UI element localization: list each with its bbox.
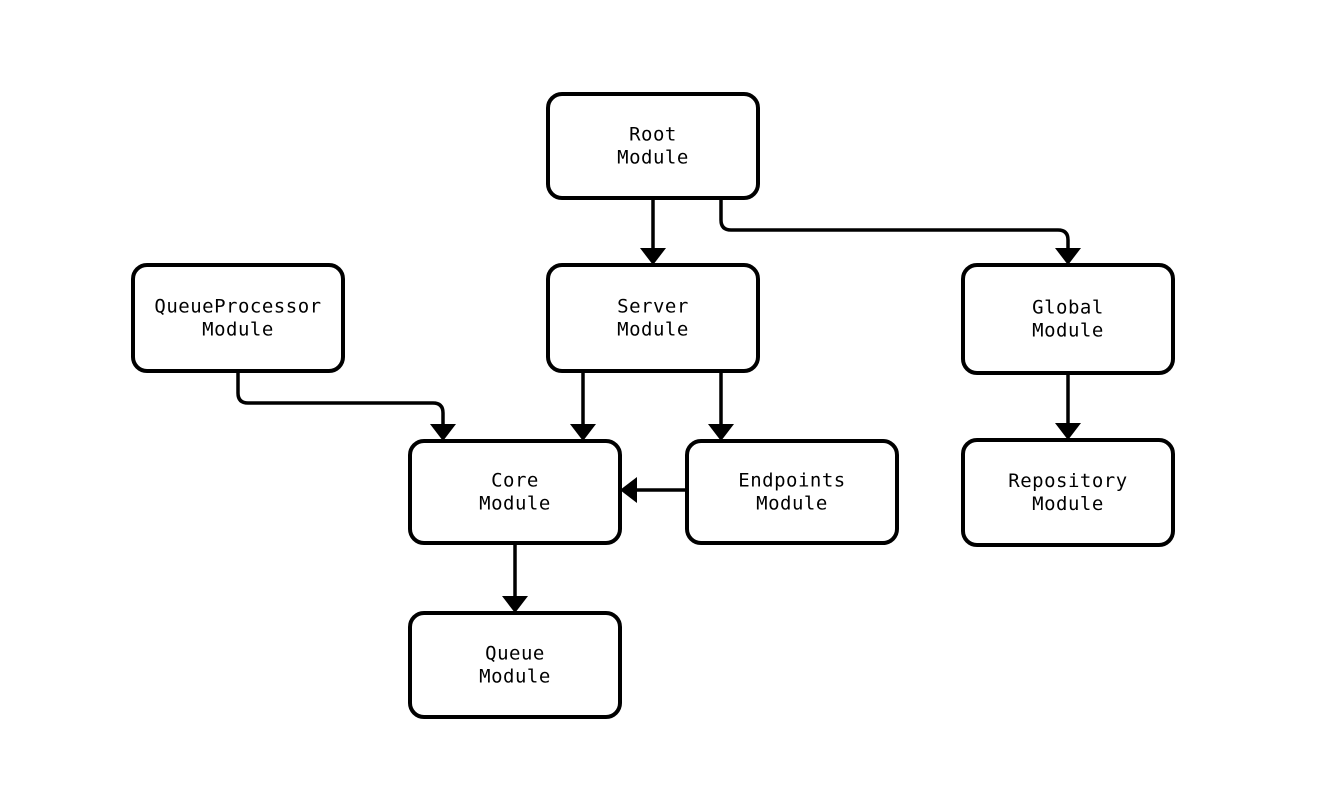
node-label-secondary: Module <box>617 147 689 169</box>
node-label-primary: Repository <box>1008 470 1127 492</box>
node-box[interactable] <box>546 263 760 373</box>
node-box[interactable] <box>408 439 622 545</box>
node-label-secondary: Module <box>479 493 551 515</box>
edge-global-to-repository <box>1055 373 1081 440</box>
edges-layer <box>236 198 1081 613</box>
edge-endpoints-to-core <box>620 477 687 503</box>
node-box[interactable] <box>961 263 1175 375</box>
edge-line <box>236 371 445 431</box>
edge-arrowhead <box>1055 248 1081 265</box>
edge-core-to-queue <box>502 543 528 613</box>
node-label-secondary: Module <box>756 493 828 515</box>
edge-arrowhead <box>430 424 456 441</box>
node-label-primary: Root <box>629 124 677 146</box>
edge-root-to-global <box>719 198 1081 265</box>
nodes-layer: RootModuleQueueProcessorModuleServerModu… <box>131 92 1175 719</box>
edge-arrowhead <box>502 596 528 613</box>
node-box[interactable] <box>685 439 899 545</box>
node-label-primary: Endpoints <box>738 470 845 492</box>
node-box[interactable] <box>408 611 622 719</box>
edge-arrowhead <box>708 424 734 441</box>
node-box[interactable] <box>961 438 1175 547</box>
edge-arrowhead <box>1055 423 1081 440</box>
edge-line <box>719 198 1070 255</box>
node-box[interactable] <box>131 263 345 373</box>
edge-arrowhead <box>640 248 666 265</box>
node-label-secondary: Module <box>479 666 551 688</box>
edge-arrowhead <box>620 477 637 503</box>
edge-server-to-core <box>570 371 596 441</box>
node-label-primary: QueueProcessor <box>154 296 321 318</box>
node-label-secondary: Module <box>1032 493 1104 515</box>
node-label-secondary: Module <box>617 319 689 341</box>
edge-arrowhead <box>570 424 596 441</box>
edge-root-to-server <box>640 198 666 265</box>
node-label-secondary: Module <box>1032 320 1104 342</box>
node-label-secondary: Module <box>202 319 274 341</box>
edge-server-to-endpoints <box>708 371 734 441</box>
edge-queueprocessor-to-core <box>236 371 456 441</box>
node-label-primary: Global <box>1032 297 1104 319</box>
node-label-primary: Server <box>617 296 689 318</box>
node-label-primary: Core <box>491 470 539 492</box>
node-label-primary: Queue <box>485 643 545 665</box>
node-box[interactable] <box>546 92 760 200</box>
